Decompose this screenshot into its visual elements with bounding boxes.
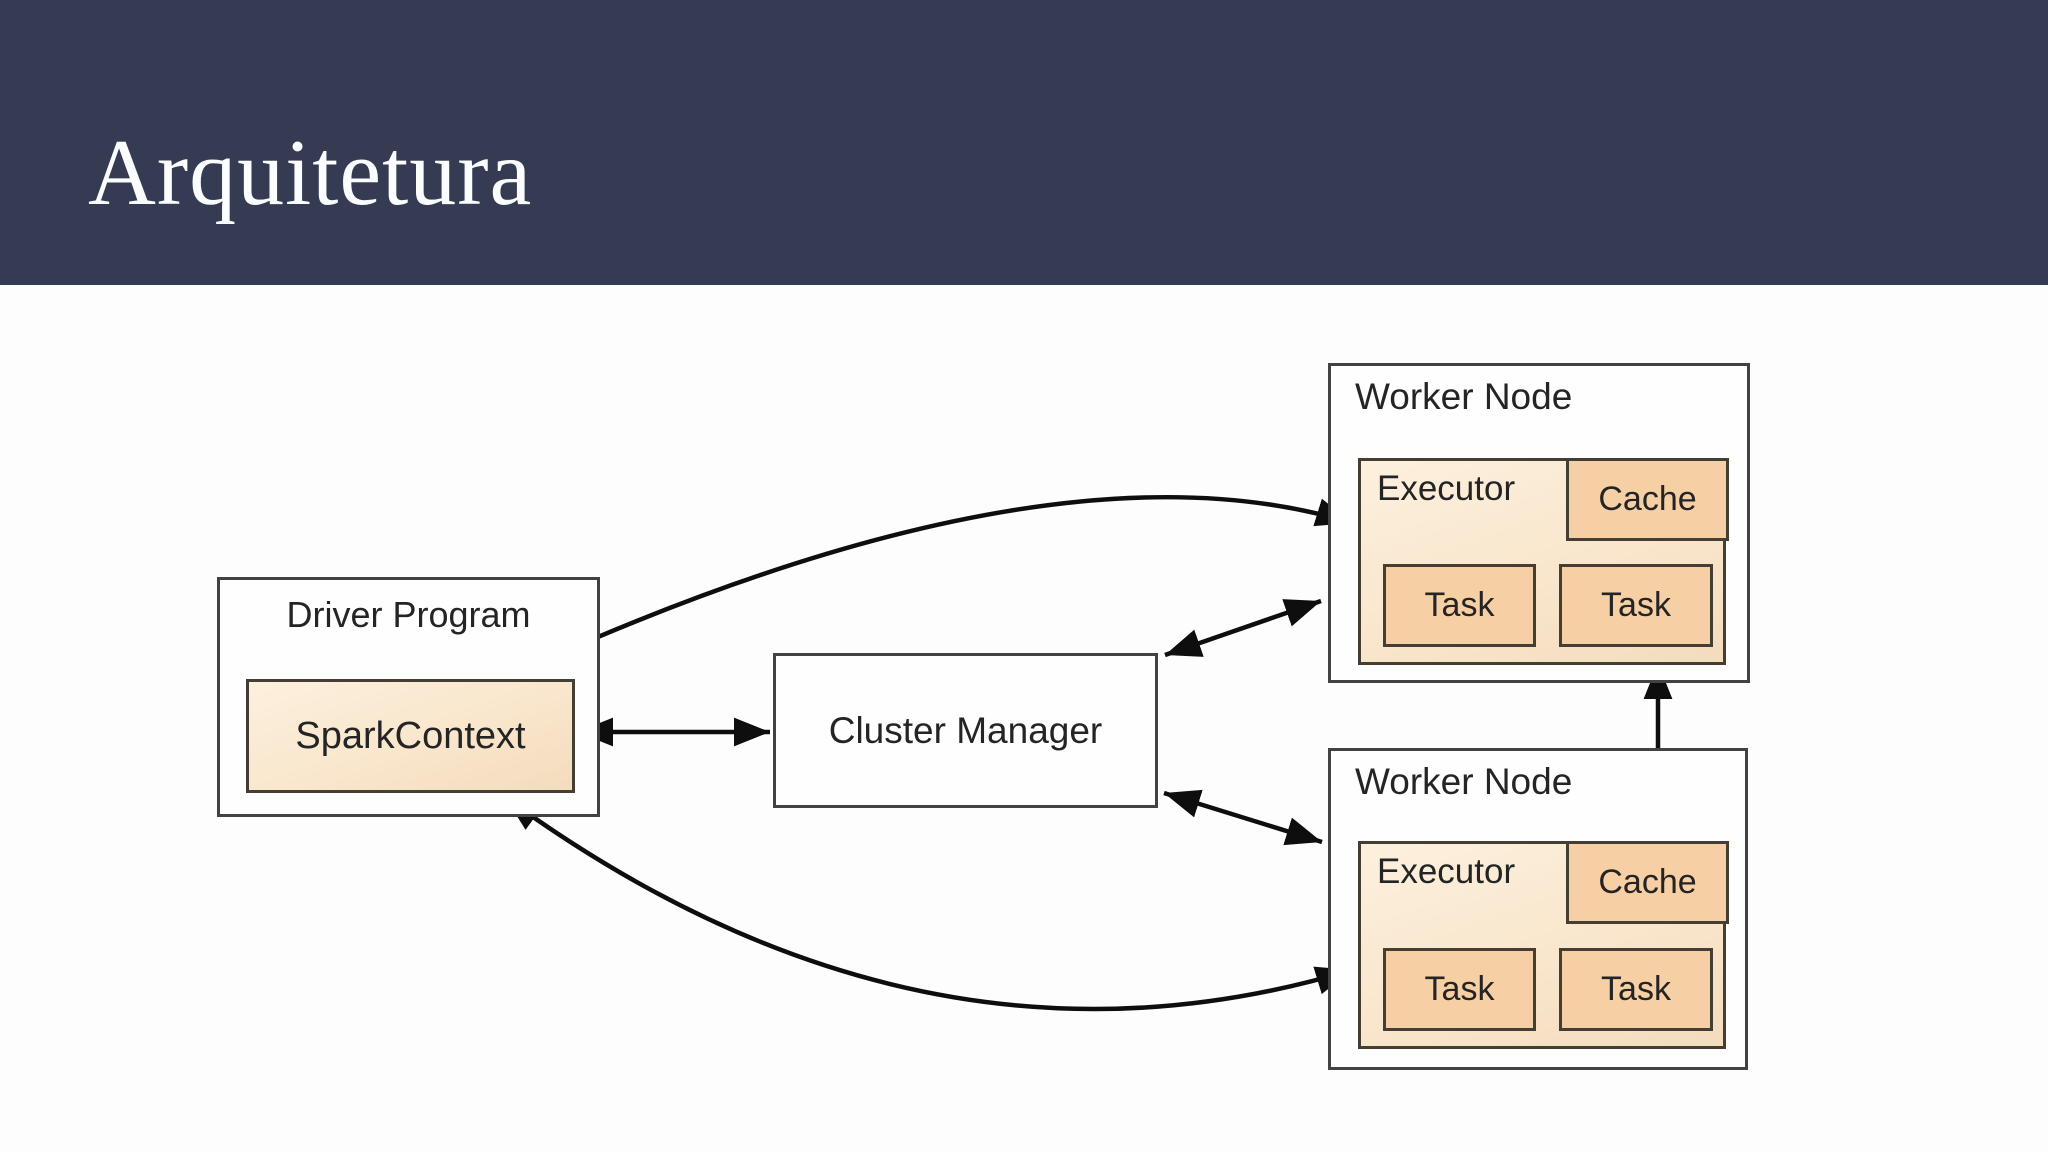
worker-node-2-task-1-label: Task [1424, 970, 1495, 1008]
arrow-clustermanager-workernode1 [1164, 598, 1322, 658]
cluster-manager-label: Cluster Manager [828, 709, 1103, 751]
worker-node-1-executor-box: Executor Cache Task Task [1358, 458, 1729, 665]
worker-node-2-executor-label: Executor [1377, 852, 1516, 891]
slide-title: Arquitetura [88, 121, 533, 225]
worker-node-1-task-1-box: Task [1383, 564, 1536, 647]
worker-node-2-cache-box: Cache [1566, 841, 1729, 924]
arrow-sparkcontext-workernode1 [517, 494, 1353, 675]
slide-header: Arquitetura [0, 0, 2048, 285]
driver-program-box: Driver Program SparkContext [217, 577, 600, 817]
worker-node-2-cache-label: Cache [1598, 863, 1697, 901]
spark-context-label: SparkContext [295, 714, 526, 757]
driver-program-label: Driver Program [286, 594, 531, 635]
worker-node-1-label: Worker Node [1355, 376, 1573, 417]
worker-node-1-box: Worker Node Executor Cache Task Task [1328, 363, 1750, 683]
worker-node-1-task-2-box: Task [1559, 564, 1713, 647]
arrow-clustermanager-workernode2 [1163, 789, 1323, 846]
worker-node-2-executor-box: Executor Cache Task Task [1358, 841, 1729, 1049]
worker-node-2-task-2-label: Task [1601, 970, 1671, 1008]
worker-node-1-task-2-label: Task [1601, 586, 1671, 624]
worker-node-2-box: Worker Node Executor Cache Task Task [1328, 748, 1748, 1070]
worker-node-2-label: Worker Node [1355, 761, 1573, 802]
arrow-sparkcontext-workernode2 [503, 795, 1353, 1012]
worker-node-1-executor-label: Executor [1377, 469, 1516, 508]
worker-node-2-task-1-box: Task [1383, 948, 1536, 1031]
worker-node-1-task-1-label: Task [1424, 586, 1495, 624]
cluster-manager-box: Cluster Manager [773, 653, 1158, 808]
spark-context-box: SparkContext [246, 679, 575, 793]
worker-node-1-cache-box: Cache [1566, 458, 1729, 541]
worker-node-1-cache-label: Cache [1598, 480, 1697, 518]
worker-node-2-task-2-box: Task [1559, 948, 1713, 1031]
